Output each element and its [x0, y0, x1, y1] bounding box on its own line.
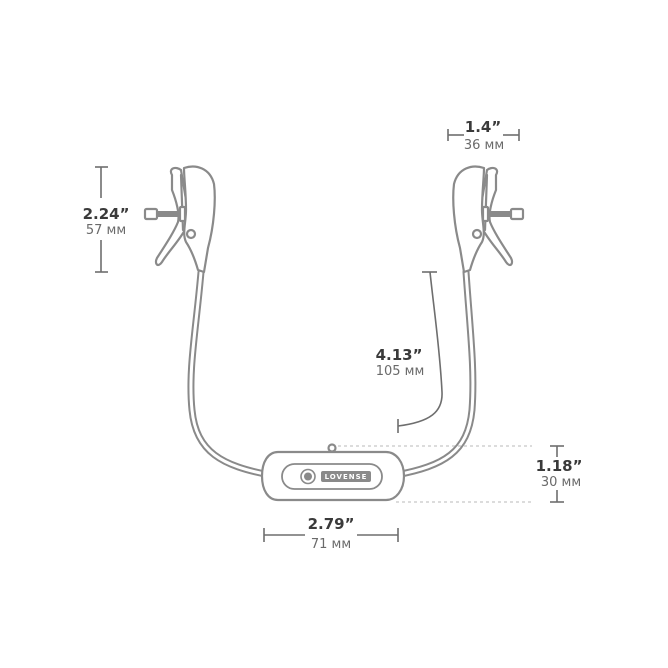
controller: LOVENSE	[260, 443, 406, 502]
logo-badge: LOVENSE	[321, 471, 371, 482]
clamp-width-dimension: 1.4” 36 мм	[447, 118, 520, 153]
cable-length-metric: 105 мм	[376, 364, 425, 379]
logo: LOVENSE	[325, 473, 368, 481]
power-button	[300, 468, 316, 485]
clamp-width-imperial: 1.4”	[465, 118, 501, 136]
cable	[187, 268, 477, 479]
controller-height-dimension: 1.18” 30 мм	[338, 445, 583, 503]
clamp-width-metric: 36 мм	[464, 138, 504, 153]
right-clamp	[452, 165, 525, 274]
cable-length-imperial: 4.13”	[376, 346, 423, 364]
controller-width-dimension: 2.79” 71 мм	[263, 515, 399, 552]
controller-height-metric: 30 мм	[541, 475, 581, 490]
clamp-height-imperial: 2.24”	[83, 205, 130, 223]
clamp-height-dimension: 2.24” 57 мм	[83, 166, 130, 273]
left-clamp	[143, 165, 216, 274]
cable-length-dimension: 4.13” 105 мм	[376, 271, 443, 433]
controller-height-imperial: 1.18”	[536, 457, 583, 475]
controller-width-metric: 71 мм	[311, 537, 351, 552]
clamp-height-metric: 57 мм	[86, 223, 126, 238]
controller-width-imperial: 2.79”	[308, 515, 355, 533]
